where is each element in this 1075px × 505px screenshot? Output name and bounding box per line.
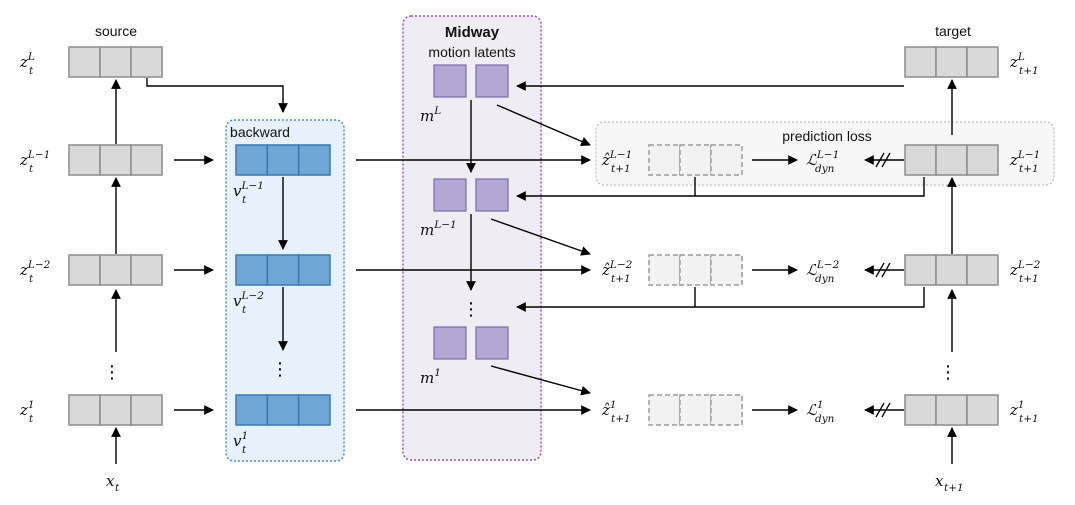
feedback-to-motion-arrow xyxy=(516,287,925,312)
stop-gradient-mark xyxy=(881,152,891,168)
target-token-strip xyxy=(904,254,999,286)
prediction-loss-label: prediction loss xyxy=(782,128,872,144)
prediction-token-strip xyxy=(648,144,743,176)
target-token-strip xyxy=(904,144,999,176)
midway-subtitle: motion latents xyxy=(428,44,515,60)
target-token-strip xyxy=(904,394,999,426)
motion-latent-label: mL−1 xyxy=(420,219,457,239)
stop-gradient-mark xyxy=(875,402,885,418)
source-token-strip xyxy=(68,394,163,426)
backward-label: backward xyxy=(230,124,290,140)
source-input-label: xt xyxy=(106,472,120,494)
backward-panel xyxy=(225,119,345,462)
ellipsis: ⋮ xyxy=(462,299,480,319)
source-label: source xyxy=(95,23,137,39)
motion-latent-square xyxy=(475,326,509,360)
ellipsis: ⋮ xyxy=(103,362,121,382)
backward-token-strip xyxy=(235,144,331,176)
motion-latent-square xyxy=(433,326,467,360)
source-top-to-backward-arrow xyxy=(146,78,288,113)
source-token-strip xyxy=(68,254,163,286)
motion-latent-square xyxy=(433,178,467,212)
prediction-token-strip xyxy=(648,394,743,426)
source-token-strip xyxy=(68,46,163,78)
source-token-strip xyxy=(68,144,163,176)
motion-latent-square xyxy=(433,64,467,98)
backward-token-strip xyxy=(235,394,331,426)
backward-token-strip xyxy=(235,254,331,286)
motion-to-prediction-arrow xyxy=(496,104,591,147)
motion-latent-square xyxy=(475,64,509,98)
midway-title: Midway xyxy=(445,24,500,41)
target-label: target xyxy=(935,23,971,39)
target-input-label: xt+1 xyxy=(935,472,964,494)
stop-gradient-mark xyxy=(881,402,891,418)
ellipsis: ⋮ xyxy=(271,359,289,379)
stop-gradient-mark xyxy=(875,152,885,168)
feedback-to-motion-arrow xyxy=(516,177,925,201)
motion-latent-square xyxy=(475,178,509,212)
motion-latent-label: mL xyxy=(420,105,441,125)
target-token-strip xyxy=(904,46,999,78)
ellipsis: ⋮ xyxy=(939,362,957,382)
stop-gradient-mark xyxy=(875,262,885,278)
motion-to-prediction-arrow xyxy=(490,365,591,396)
motion-to-prediction-arrow xyxy=(490,218,591,256)
prediction-token-strip xyxy=(648,254,743,286)
stop-gradient-mark xyxy=(881,262,891,278)
motion-latent-label: m1 xyxy=(420,367,441,387)
